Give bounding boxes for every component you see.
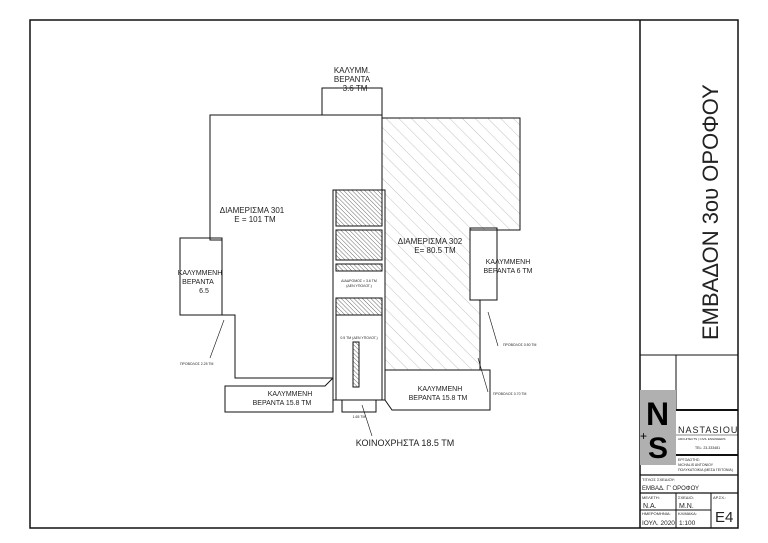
scale: 1:100 — [679, 520, 696, 527]
firm-name: NASTASIOU — [678, 425, 738, 435]
small-dim: 1.65 ΤΜ — [353, 415, 366, 419]
small-entrance — [341, 399, 377, 413]
right-veranda — [469, 227, 498, 301]
bottom-right-veranda-label: ΚΑΛΥΜΜΕΝΗ — [418, 386, 463, 393]
drawn-by: M.N. — [679, 503, 694, 510]
firm-phone: TEL: 23-333481 — [695, 446, 720, 450]
shaft-note: 0.5 ΤΜ (ΔΕΝ ΥΠΟΛΟΓ.) — [340, 336, 377, 340]
logo: N — [646, 396, 669, 432]
drawing-title: ΕΜΒΑΔ. Γ' ΟΡΟΦΟΥ — [642, 486, 699, 492]
top-veranda-label: ΚΑΛΥΜΜ. — [334, 66, 370, 75]
svg-text:ΜΕΛΕΤΗ:: ΜΕΛΕΤΗ: — [642, 495, 660, 500]
hatched-shaft-1 — [335, 189, 383, 227]
svg-text:ΑΡ.ΣΧ.:: ΑΡ.ΣΧ.: — [713, 495, 726, 500]
svg-text:(ΔΕΝ ΥΠΟΛΟΓ.): (ΔΕΝ ΥΠΟΛΟΓ.) — [346, 284, 371, 288]
svg-text:ΒΕΡΑΝΤΑ 15.8 ΤΜ: ΒΕΡΑΝΤΑ 15.8 ΤΜ — [253, 400, 312, 407]
date: ΙΟΥΛ. 2020 — [642, 520, 675, 527]
svg-text:ΒΕΡΑΝΤΑ 15.8 ΤΜ: ΒΕΡΑΝΤΑ 15.8 ΤΜ — [409, 395, 468, 402]
left-veranda-label: ΚΑΛΥΜΜΕΝΗ — [178, 270, 223, 277]
left-veranda — [179, 237, 223, 316]
svg-text:3.6 ΤΜ: 3.6 ΤΜ — [343, 84, 368, 93]
projection-right-1: ΠΡΟΒΟΛΟΣ 0.50 ΤΜ — [503, 343, 537, 347]
shaft-bar — [352, 341, 360, 388]
svg-text:S: S — [648, 432, 668, 465]
hatched-shaft-2 — [335, 229, 383, 261]
svg-text:ΒΕΡΑΝΤΑ: ΒΕΡΑΝΤΑ — [334, 75, 371, 84]
hatched-shaft-3 — [335, 297, 383, 316]
title-block: N S + NASTASIOU ARCHITECTS | CIVIL ENGIN… — [640, 354, 738, 528]
apartment-302-label: ΔΙΑΜΕΡΙΣΜΑ 302 — [398, 237, 463, 246]
apartment-301-label: ΔΙΑΜΕΡΙΣΜΑ 301 — [220, 206, 285, 215]
svg-text:ΚΛΙΜΑΚΑ:: ΚΛΙΜΑΚΑ: — [678, 511, 697, 516]
svg-text:ΒΕΡΑΝΤΑ: ΒΕΡΑΝΤΑ — [182, 279, 214, 286]
plan: ΚΑΛΥΜΜ. ΒΕΡΑΝΤΑ 3.6 ΤΜ ΔΙΑΜΕΡΙΣΜΑ 301 Ε … — [178, 66, 537, 448]
common-area-label: ΚΟΙΝΟΧΡΗΣΤΑ 18.5 ΤΜ — [356, 438, 454, 448]
svg-text:ΗΜΕΡΟΜΗΝΙΑ:: ΗΜΕΡΟΜΗΝΙΑ: — [642, 511, 671, 516]
logo-background — [640, 390, 676, 465]
svg-text:ΒΕΡΑΝΤΑ 6 ΤΜ: ΒΕΡΑΝΤΑ 6 ΤΜ — [483, 268, 532, 275]
right-veranda-label: ΚΑΛΥΜΜΕΝΗ — [486, 259, 531, 266]
hatched-strip — [335, 263, 383, 272]
vertical-title: ΕΜΒΑΔΟΝ 3ου ΟΡΟΦΟΥ — [698, 84, 723, 340]
projection-left: ΠΡΟΒΟΛΟΣ 2.25 ΤΜ — [180, 362, 214, 366]
corridor-label: ΔΙΑΔΡΟΜΟΣ = 3.6 ΤΜ — [341, 279, 377, 283]
drawing-number: E4 — [715, 509, 733, 526]
svg-text:ARCHITECTS | CIVIL ENGINEERS: ARCHITECTS | CIVIL ENGINEERS — [678, 437, 726, 441]
sheet-border — [29, 19, 739, 529]
svg-text:ΤΙΤΛΟΣ ΣΧΕΔΙΟΥ:: ΤΙΤΛΟΣ ΣΧΕΔΙΟΥ: — [642, 477, 675, 482]
svg-text:Ε = 101 ΤΜ: Ε = 101 ΤΜ — [234, 215, 276, 224]
svg-text:ΣΧΕΔΙΟ:: ΣΧΕΔΙΟ: — [678, 495, 694, 500]
project: ΠΟΛΥΚΑΤΟΙΚΙΑ (ΜΕΣΑ ΓΕΙΤΟΝΙΑ) — [678, 468, 733, 472]
client: NICHALIS ANTONIOY — [678, 463, 714, 467]
svg-text:+: + — [640, 429, 647, 443]
svg-text:6.5: 6.5 — [199, 288, 209, 295]
study: N.A. — [643, 503, 657, 510]
bottom-left-veranda-label: ΚΑΛΥΜΜΕΝΗ — [268, 391, 313, 398]
svg-text:ΕΡΓΟΔΟΤΗΣ:: ΕΡΓΟΔΟΤΗΣ: — [678, 458, 700, 462]
projection-right-2: ΠΡΟΒΟΛΟΣ 0.70 ΤΜ — [493, 392, 527, 396]
svg-text:Ε= 80.5 ΤΜ: Ε= 80.5 ΤΜ — [414, 246, 456, 255]
